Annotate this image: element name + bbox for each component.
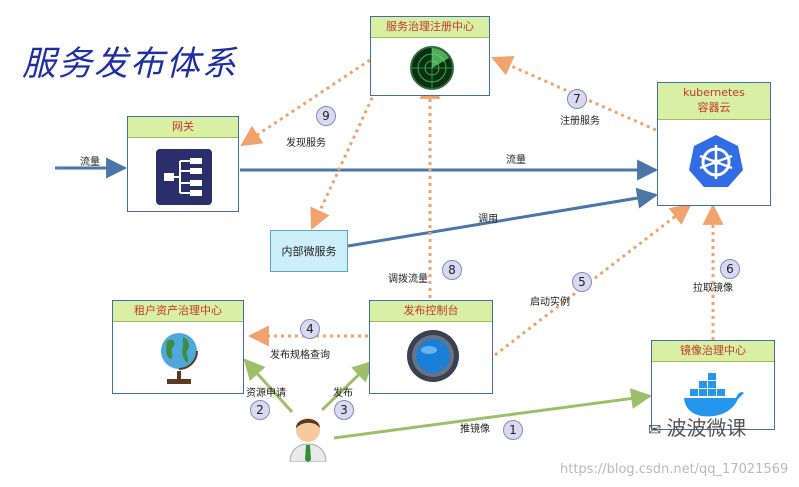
step-badge-4: 4 — [300, 319, 320, 339]
console-header: 发布控制台 — [370, 301, 492, 322]
arrow-start-instance — [494, 203, 692, 357]
internal-service-node: 内部微服务 — [270, 230, 348, 272]
k8s-subtitle: 容器云 — [697, 101, 731, 114]
label-query-spec: 发布规格查询 — [270, 350, 330, 361]
label-traffic-in: 流量 — [80, 157, 100, 168]
wechat-icon: ✉ — [648, 420, 667, 439]
console-node: 发布控制台 — [369, 300, 493, 394]
mirror-node: 镜像治理中心 — [651, 340, 775, 430]
tenant-header: 租户资产治理中心 — [113, 301, 243, 322]
label-traffic-main: 流量 — [506, 155, 526, 166]
gateway-node: 网关 — [127, 116, 239, 212]
label-adjust-traffic: 调拨流量 — [388, 274, 428, 285]
k8s-title: kubernetes — [683, 86, 745, 99]
registry-node: 服务治理注册中心 — [370, 16, 490, 96]
arrow-discover-to-gateway — [240, 58, 371, 147]
label-apply-resource: 资源申请 — [246, 388, 286, 399]
console-dial-icon — [407, 330, 459, 382]
step-badge-9: 9 — [316, 106, 336, 126]
arrow-push-image — [333, 388, 653, 440]
label-publish: 发布 — [333, 388, 353, 399]
mirror-header: 镜像治理中心 — [652, 341, 774, 362]
label-pull-image: 拉取镜像 — [693, 283, 733, 294]
docker-icon — [684, 373, 744, 417]
wechat-text: 波波微课 — [666, 416, 747, 440]
label-push-image: 推镜像 — [460, 424, 490, 435]
gateway-header: 网关 — [128, 117, 238, 138]
arrow-apply-resource — [243, 358, 294, 414]
diagram-title: 服务发布体系 — [22, 44, 238, 84]
step-badge-8: 8 — [442, 260, 462, 280]
label-start-instance: 启动实例 — [530, 297, 570, 308]
k8s-node: kubernetes 容器云 — [657, 82, 771, 206]
k8s-header: kubernetes 容器云 — [658, 83, 770, 120]
step-badge-2: 2 — [250, 400, 270, 420]
label-discover: 发现服务 — [286, 138, 326, 149]
tenant-node: 租户资产治理中心 — [112, 300, 244, 394]
wechat-brand-label: ✉ 波波微课 — [648, 412, 747, 441]
step-badge-5: 5 — [572, 272, 592, 292]
arrow-register — [491, 56, 657, 132]
arrow-call — [347, 187, 659, 248]
label-call: 调用 — [478, 214, 498, 225]
radar-icon — [410, 46, 454, 90]
arrow-publish — [320, 360, 374, 412]
step-badge-1: 1 — [503, 420, 523, 440]
user-avatar — [289, 418, 327, 462]
globe-icon — [161, 333, 198, 384]
label-register: 注册服务 — [560, 116, 600, 127]
kubernetes-icon — [689, 135, 743, 187]
gateway-icon — [156, 149, 212, 205]
step-badge-3: 3 — [334, 400, 354, 420]
registry-header: 服务治理注册中心 — [371, 17, 489, 38]
step-badge-7: 7 — [567, 89, 587, 109]
arrow-discover-to-internal — [310, 84, 380, 230]
watermark-url: https://blog.csdn.net/qq_17021569 — [560, 462, 789, 477]
step-badge-6: 6 — [720, 259, 740, 279]
